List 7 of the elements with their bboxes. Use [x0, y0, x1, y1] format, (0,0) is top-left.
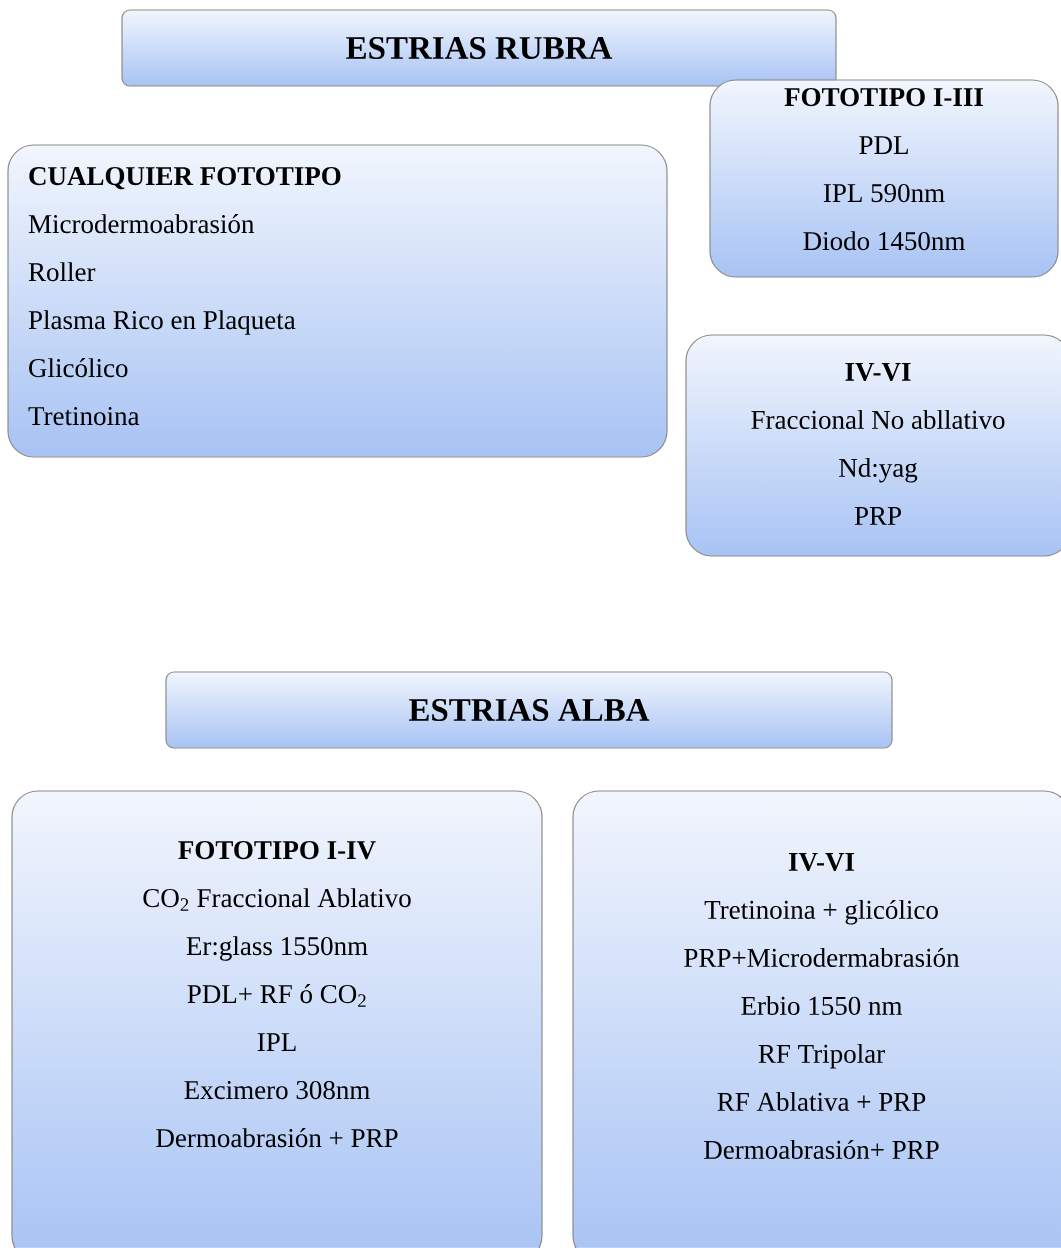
- text-box: CUALQUIER FOTOTIPO Microdermoabrasión Roller Plasma Rico en Plaqueta Glicólico Tretinoina: [7, 144, 668, 458]
- text-box: IV-VI Fraccional No abllativo Nd:yag PRP: [685, 334, 1061, 557]
- title-box: ESTRIAS RUBRA: [121, 9, 837, 87]
- title-box: ESTRIAS ALBA: [165, 671, 893, 749]
- text-box: FOTOTIPO I-IV CO$_{2}$ Fraccional Ablativo Er:glass 1550nm PDL+ RF ó CO$_{2}$ IPL Excimero 308nm Dermoabrasión + PRP: [11, 790, 543, 1248]
- text-box: IV-VI Tretinoina + glicólico PRP+Microdermabrasión Erbio 1550 nm RF Tripolar RF Ablativa + PRP Dermoabrasión+ PRP: [572, 790, 1061, 1248]
- text-box: FOTOTIPO I-III PDL IPL 590nm Diodo 1450nm: [709, 79, 1059, 278]
